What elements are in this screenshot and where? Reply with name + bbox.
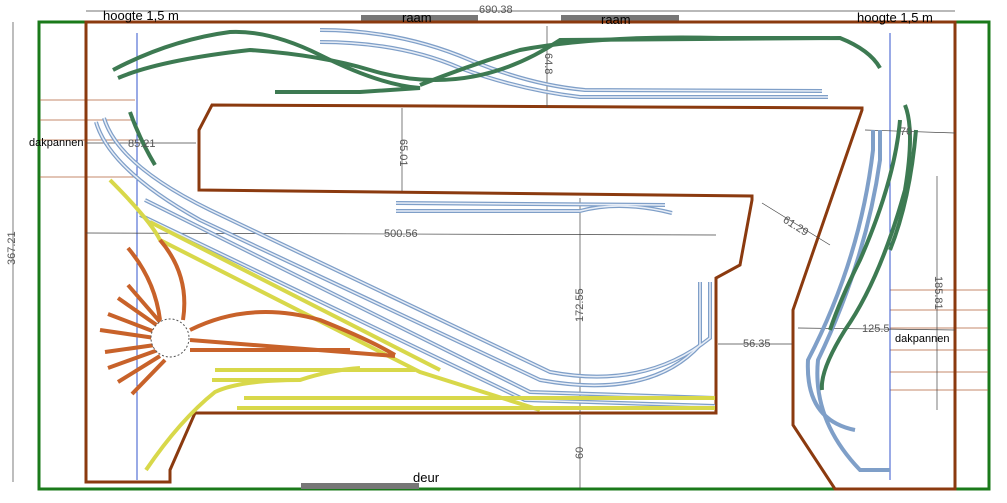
height-label-left: hoogte 1,5 m xyxy=(103,8,179,23)
window-2-marker xyxy=(561,15,679,21)
dim-inner-gap: 65.01 xyxy=(397,139,409,167)
dim-center-height: 172.55 xyxy=(574,288,586,322)
dim-right-width: 125.5 xyxy=(862,323,890,335)
baseboard-outline xyxy=(84,20,957,491)
dim-left-span: 85.21 xyxy=(128,138,156,150)
dim-right-top: 70 xyxy=(900,126,913,138)
track-yellow-group xyxy=(108,178,715,472)
window-1-marker xyxy=(361,15,478,21)
dim-center-span: 500.56 xyxy=(384,228,418,240)
dim-bottom-height: 60 xyxy=(574,446,586,459)
window-label-1: raam xyxy=(402,10,432,25)
roof-lines-right xyxy=(890,289,988,391)
turntable xyxy=(150,318,190,358)
roof-label-left: dakpannen xyxy=(29,137,84,149)
room-wall xyxy=(37,20,991,491)
dim-right-height: 185.81 xyxy=(932,276,944,310)
dimension-lines xyxy=(12,10,956,489)
track-green-group xyxy=(112,29,918,391)
dim-top-gap: 64.8 xyxy=(542,53,554,75)
dim-mid-gap: 56.35 xyxy=(743,338,771,350)
roof-label-right: dakpannen xyxy=(895,333,950,345)
door-marker xyxy=(301,483,419,489)
height-label-right: hoogte 1,5 m xyxy=(857,10,933,25)
door-label: deur xyxy=(413,470,440,485)
dim-total-height: 367.21 xyxy=(6,231,18,265)
track-orange-group xyxy=(99,238,397,396)
window-label-2: raam xyxy=(601,12,631,27)
dim-total-width: 690.38 xyxy=(479,4,513,16)
track-blue-group xyxy=(94,28,890,472)
